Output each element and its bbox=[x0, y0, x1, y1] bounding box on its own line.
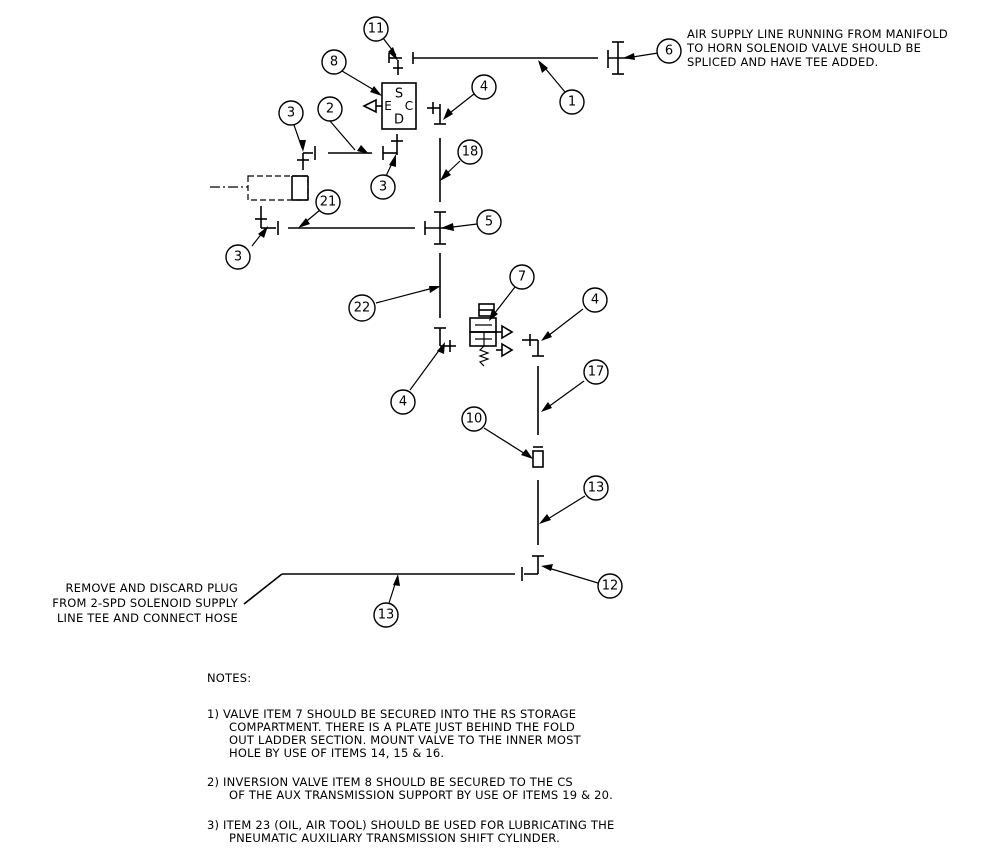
balloon-label: 3 bbox=[287, 106, 295, 121]
balloon-label: 8 bbox=[330, 55, 338, 70]
callout-line: TO HORN SOLENOID VALVE SHOULD BE bbox=[686, 41, 921, 55]
tee-item-5 bbox=[424, 211, 453, 245]
balloon-label: 13 bbox=[588, 481, 605, 496]
notes-block: NOTES: 1) VALVE ITEM 7 SHOULD BE SECURED… bbox=[207, 671, 614, 845]
elbow-item-12 bbox=[521, 555, 544, 581]
note-3-line: PNEUMATIC AUXILIARY TRANSMISSION SHIFT C… bbox=[229, 831, 560, 845]
balloon-label: 7 bbox=[518, 270, 526, 285]
balloon-label: 4 bbox=[591, 293, 599, 308]
balloon-label: 11 bbox=[368, 22, 385, 37]
leader-lines bbox=[251, 37, 659, 604]
balloon-label: 4 bbox=[399, 395, 407, 410]
callout-leader-left bbox=[243, 573, 283, 605]
balloon-label: 22 bbox=[354, 301, 371, 316]
note-1-line: OUT LADDER SECTION. MOUNT VALVE TO THE I… bbox=[229, 733, 582, 747]
elbow-item-4-lower-left bbox=[434, 327, 456, 352]
hose-lines bbox=[243, 57, 598, 605]
fittings bbox=[255, 41, 628, 581]
note-2-line: OF THE AUX TRANSMISSION SUPPORT BY USE O… bbox=[229, 788, 613, 802]
connector-item-3-right bbox=[382, 134, 403, 160]
connector-item-3-left bbox=[297, 146, 316, 170]
note-3-line: 3) ITEM 23 (OIL, AIR TOOL) SHOULD BE USE… bbox=[207, 818, 614, 832]
arrowheads bbox=[258, 47, 635, 586]
balloon-label: 2 bbox=[326, 102, 334, 117]
callout-line: LINE TEE AND CONNECT HOSE bbox=[57, 611, 238, 625]
balloon-label: 10 bbox=[466, 412, 483, 427]
plug-item-10 bbox=[532, 446, 544, 468]
balloon-label: 3 bbox=[379, 180, 387, 195]
elbow-item-4-upper bbox=[427, 102, 446, 125]
valve-port-e: E bbox=[384, 99, 392, 113]
note-2-line: 2) INVERSION VALVE ITEM 8 SHOULD BE SECU… bbox=[207, 775, 573, 789]
callout-top-right: AIR SUPPLY LINE RUNNING FROM MANIFOLD TO… bbox=[686, 27, 948, 69]
callout-line: FROM 2-SPD SOLENOID SUPPLY bbox=[52, 596, 238, 610]
notes-heading: NOTES: bbox=[207, 671, 251, 685]
inversion-valve-item-8: S E C D bbox=[362, 82, 417, 130]
note-1-line: COMPARTMENT. THERE IS A PLATE JUST BEHIN… bbox=[229, 720, 575, 734]
callout-left: REMOVE AND DISCARD PLUG FROM 2-SPD SOLEN… bbox=[52, 581, 238, 625]
valve-port-s: S bbox=[395, 87, 403, 102]
balloon-label: 6 bbox=[665, 44, 673, 59]
callout-line: SPLICED AND HAVE TEE ADDED. bbox=[687, 55, 878, 69]
item-balloons: 11 8 4 6 1 3 2 18 3 21 5 3 7 4 22 17 4 1… bbox=[225, 16, 682, 628]
callout-line: AIR SUPPLY LINE RUNNING FROM MANIFOLD bbox=[687, 27, 948, 41]
balloon-label: 21 bbox=[320, 195, 337, 210]
shift-cylinder bbox=[210, 175, 309, 201]
balloon-label: 18 bbox=[462, 145, 479, 160]
exhaust-triangle-icon bbox=[362, 98, 377, 114]
solenoid-valve-item-7 bbox=[469, 303, 514, 367]
valve-port-d: D bbox=[394, 113, 404, 128]
balloon-label: 13 bbox=[378, 608, 395, 623]
balloon-label: 12 bbox=[602, 579, 619, 594]
balloon-label: 4 bbox=[480, 80, 488, 95]
balloon-label: 5 bbox=[485, 215, 493, 230]
connector-item-3-cylinder bbox=[255, 206, 279, 235]
note-1-line: 1) VALVE ITEM 7 SHOULD BE SECURED INTO T… bbox=[207, 707, 576, 721]
valve-port-c: C bbox=[405, 99, 413, 113]
note-1-line: HOLE BY USE OF ITEMS 14, 15 & 16. bbox=[229, 746, 444, 760]
balloon-label: 3 bbox=[234, 250, 242, 265]
balloon-label: 1 bbox=[568, 95, 576, 110]
balloon-label: 17 bbox=[588, 365, 605, 380]
elbow-item-4-lower-right bbox=[522, 334, 544, 357]
callout-line: REMOVE AND DISCARD PLUG bbox=[66, 581, 238, 595]
